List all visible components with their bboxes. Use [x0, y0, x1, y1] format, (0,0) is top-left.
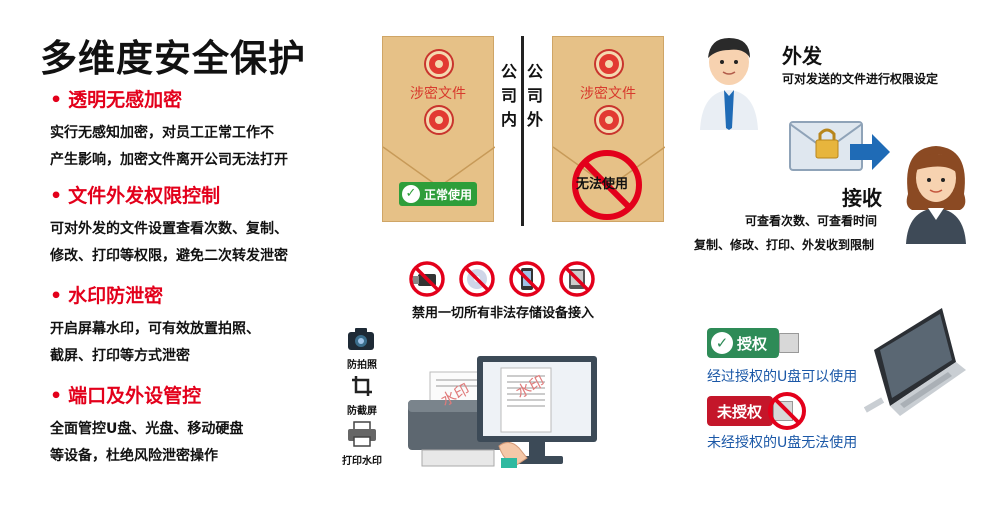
hard-drive-icon — [559, 261, 595, 297]
check-icon: ✓ — [402, 185, 420, 203]
phone-icon — [509, 261, 545, 297]
page-title: 多维度安全保护 — [40, 37, 306, 80]
male-sender-avatar — [700, 38, 758, 130]
locked-mail-icon — [789, 121, 890, 171]
feature-title: 文件外发权限控制 — [68, 185, 221, 207]
envelope-label: 涉密文件 — [580, 86, 636, 102]
outside-company-label: 公 司 外 — [526, 62, 543, 129]
feature-desc-line: 等设备，杜绝风险泄密操作 — [50, 448, 218, 464]
feature-desc-line: 开启屏幕水印，可有效放置拍照、 — [50, 321, 260, 337]
laptop-icon — [864, 308, 966, 416]
envelope-string-button — [426, 107, 452, 133]
unusable-label: 无法使用 — [576, 177, 629, 192]
prohibited-icon — [768, 392, 806, 430]
feature-title: 端口及外设管控 — [68, 385, 202, 407]
feature-desc-line: 截屏、打印等方式泄密 — [50, 348, 190, 364]
receive-title: 接收 — [842, 186, 882, 210]
feature-title: 透明无感加密 — [68, 89, 183, 111]
feature-desc-line: 实行无感知加密，对员工正常工作不 — [50, 125, 274, 141]
feature-desc-line: 修改、打印等权限，避免二次转发泄密 — [50, 248, 288, 264]
envelope-label: 涉密文件 — [410, 86, 466, 102]
print-watermark-label: 打印水印 — [342, 456, 382, 467]
anti-screenshot-label: 防截屏 — [347, 406, 377, 417]
authorized-usb-text: 经过授权的U盘可以使用 — [707, 369, 858, 385]
envelope-outside: 涉密文件 — [552, 36, 665, 222]
usb-drive-icon — [409, 261, 445, 297]
receive-desc-line: 可查看次数、可查看时间 — [745, 214, 878, 228]
prohibited-icon — [572, 150, 642, 220]
feature-transparent-encryption: •透明无感加密 实行无感知加密，对员工正常工作不 产生影响，加密文件离开公司无法… — [50, 88, 350, 174]
inside-company-label: 公 司 内 — [500, 62, 517, 129]
camera-icon — [348, 328, 374, 350]
feature-title: 水印防泄密 — [68, 285, 164, 307]
feature-desc-line: 产生影响，加密文件离开公司无法打开 — [50, 152, 288, 168]
anti-photo-label: 防拍照 — [347, 360, 377, 371]
printer-small-icon — [348, 421, 376, 447]
company-boundary-line — [521, 36, 524, 226]
normal-use-badge: ✓ 正常使用 — [399, 182, 477, 206]
monitor-icon — [477, 356, 597, 468]
feature-watermark: •水印防泄密 开启屏幕水印，可有效放置拍照、 截屏、打印等方式泄密 — [50, 284, 350, 370]
envelope-string-button — [426, 51, 452, 77]
feature-desc-line: 可对外发的文件设置查看次数、复制、 — [50, 221, 288, 237]
envelope-string-button — [596, 107, 622, 133]
feature-desc-line: 全面管控U盘、光盘、移动硬盘 — [50, 421, 244, 437]
crop-icon — [352, 376, 372, 396]
usb-connector — [779, 333, 799, 353]
envelope-string-button — [596, 51, 622, 77]
authorized-usb-key: ✓ 授权 — [707, 328, 779, 358]
unauthorized-usb-key: 未授权 — [707, 396, 773, 426]
check-icon: ✓ — [711, 332, 733, 354]
feature-outgoing-permission: •文件外发权限控制 可对外发的文件设置查看次数、复制、 修改、打印等权限，避免二… — [50, 184, 350, 270]
unauthorized-usb-text: 未经授权的U盘无法使用 — [707, 435, 858, 451]
female-receiver-avatar — [906, 146, 966, 244]
device-ban-caption: 禁用一切所有非法存储设备接入 — [412, 306, 595, 321]
optical-disc-icon — [459, 261, 495, 297]
outgoing-desc: 可对发送的文件进行权限设定 — [782, 72, 939, 86]
usb-connector — [773, 401, 793, 421]
feature-port-control: •端口及外设管控 全面管控U盘、光盘、移动硬盘 等设备，杜绝风险泄密操作 — [50, 384, 350, 470]
receive-desc-line: 复制、修改、打印、外发收到限制 — [694, 238, 875, 252]
outgoing-title: 外发 — [782, 44, 822, 68]
